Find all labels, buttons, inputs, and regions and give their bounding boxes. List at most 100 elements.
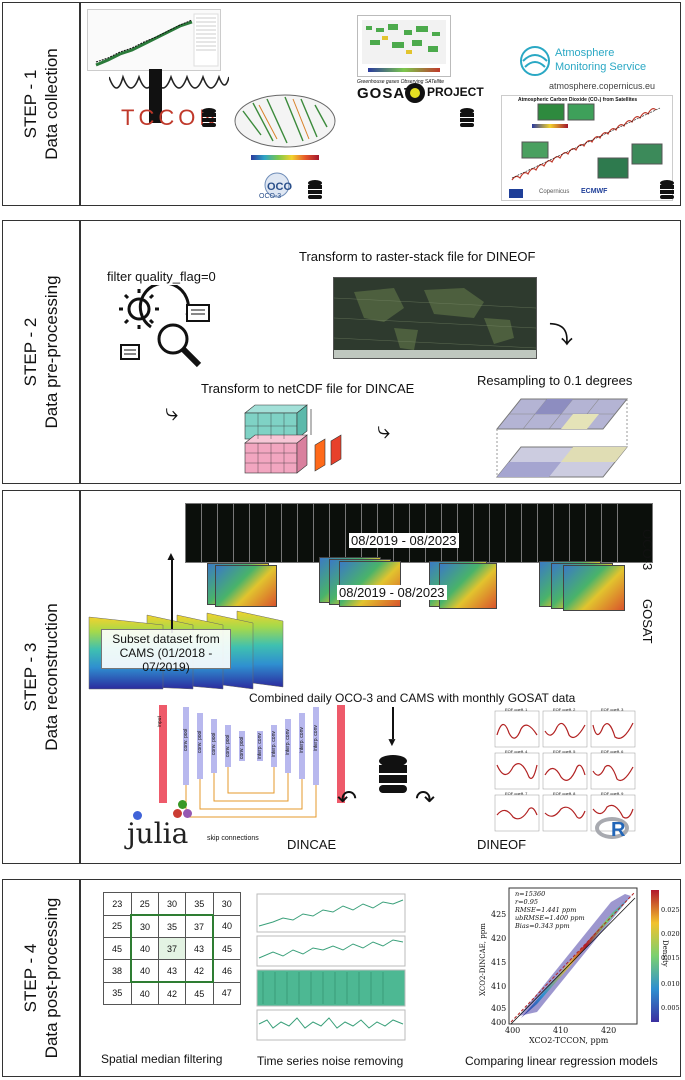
unet-layer-interp-5: interp. conv	[313, 725, 319, 751]
cams-co2-chart: Atmospheric Carbon Dioxide (CO₂) from Sa…	[501, 95, 673, 201]
grid-cell: 47	[212, 981, 241, 1005]
gosat-date-range: 08/2019 - 08/2023	[337, 585, 447, 600]
regression-caption: Comparing linear regression models	[465, 1054, 658, 1068]
oco3-globe-map	[231, 91, 339, 153]
regression-y-label: XCO2-DINCAE, ppm	[479, 923, 487, 996]
grid-cell: 40	[130, 937, 159, 960]
grid-cell: 35	[158, 914, 186, 938]
gosat-frame	[215, 565, 277, 607]
central-database-icon	[379, 755, 407, 793]
step-1-panel: TCCON OCO OCO-3 Greenhouse gases Observi…	[80, 2, 681, 206]
down-arrow-head: ▼	[386, 735, 398, 749]
eof-title-9: EOF coeff. 9	[601, 791, 624, 796]
step-2-title: Data pre-processing	[42, 275, 61, 429]
grid-cell: 37	[185, 914, 214, 938]
unet-layer-conv-2: conv. pool	[197, 730, 203, 753]
grid-cell: 30	[212, 892, 241, 916]
stat-bias: Bias=0.343 ppm	[515, 922, 570, 930]
eof-title-3: EOF coeff. 3	[601, 707, 624, 712]
copernicus-logo-text: Copernicus	[539, 189, 570, 195]
y-tick-425: 425	[491, 910, 507, 919]
curved-arrow-1: ⤵	[549, 322, 573, 349]
cbar-tick-015: 0.015	[661, 954, 680, 962]
gosat-project-text: PROJECT	[427, 85, 484, 99]
gosat-frame-group-3	[429, 561, 509, 611]
oco3-database-icon	[308, 180, 322, 199]
dincae-unet-diagram	[153, 705, 383, 825]
netcdf-text: Transform to netCDF file for DINCAE	[201, 381, 415, 396]
gosat-map-thumbnail	[357, 15, 451, 77]
grid-cell: 40	[212, 914, 241, 938]
raster-world-map	[333, 277, 537, 359]
cams-logo-icon	[519, 45, 551, 77]
unet-layer-interp-3: interp. conv	[285, 729, 291, 755]
grid-cell: 43	[185, 937, 214, 960]
dineof-label: DINEOF	[477, 837, 527, 852]
x-tick-420: 420	[601, 1026, 617, 1035]
arrow-to-dincae: ↶	[337, 786, 358, 813]
down-arrow	[392, 707, 394, 739]
time-series-caption: Time series noise removing	[257, 1054, 404, 1068]
cams-subset-caption: Subset dataset from CAMS (01/2018 - 07/2…	[112, 632, 220, 674]
cams-chart-title: Atmospheric Carbon Dioxide (CO₂) from Sa…	[518, 97, 638, 103]
arrow-to-dineof: ↷	[415, 786, 436, 813]
step-1-title: Data collection	[42, 48, 61, 160]
grid-cell: 35	[185, 892, 214, 916]
step-3-panel: OCO-3 08/2019 - 08/2023 08/2019 - 08/202…	[80, 490, 681, 864]
tccon-logo-text: TCCON	[121, 105, 220, 130]
curved-arrow-3: ⤷	[377, 417, 391, 444]
regression-scatter-plot	[481, 884, 680, 1048]
tccon-highlight-bar	[149, 69, 162, 123]
eof-title-1: EOF coeff. 1	[505, 707, 528, 712]
cams-subset-caption-box: Subset dataset from CAMS (01/2018 - 07/2…	[101, 629, 231, 674]
step-3-title: Data reconstruction	[42, 603, 61, 751]
up-arrow-head: ▲	[165, 549, 177, 563]
y-tick-410: 410	[491, 982, 507, 991]
cbar-label: Density	[661, 940, 669, 967]
cbar-tick-020: 0.020	[661, 930, 680, 938]
svg-text:OCO: OCO	[267, 181, 293, 193]
julia-dot-purple	[183, 809, 192, 818]
grid-cell-center: 37	[158, 937, 186, 960]
grid-cell: 45	[185, 981, 214, 1005]
unet-layer-conv-3: conv. pool	[211, 732, 217, 755]
netcdf-cube-graphic	[241, 401, 349, 483]
grid-cell: 46	[212, 959, 241, 983]
cbar-tick-010: 0.010	[661, 980, 680, 988]
eu-flag-logo	[509, 189, 523, 198]
y-tick-405: 405	[491, 1004, 507, 1013]
gosat-frame	[439, 563, 497, 609]
unet-layer-interp-4: interp. conv	[299, 727, 305, 753]
julia-logo: julia	[127, 817, 189, 850]
up-arrow	[171, 557, 173, 633]
gosat-logo-emblem	[405, 83, 425, 103]
eof-title-4: EOF coeff. 4	[505, 749, 528, 754]
cams-name-line-1: Atmosphere	[555, 47, 615, 59]
filter-quality-text: filter quality_flag=0	[107, 269, 216, 284]
oco3-logo: OCO	[261, 171, 297, 199]
stat-r: r=0.95	[515, 898, 539, 906]
grid-cell: 42	[185, 959, 214, 983]
grid-cell: 30	[158, 892, 186, 916]
tccon-database-icon	[202, 108, 216, 127]
unet-layer-input: input	[157, 716, 163, 727]
x-tick-410: 410	[553, 1026, 569, 1035]
cams-name-line-2: Monitoring Service	[555, 61, 647, 73]
step-4-title: Data post-processing	[42, 897, 61, 1059]
eof-title-2: EOF coeff. 2	[553, 707, 576, 712]
grid-cell: 25	[103, 914, 132, 938]
cams-url: atmosphere.copernicus.eu	[549, 81, 656, 91]
grid-cell: 40	[130, 959, 159, 983]
oco3-date-range: 08/2019 - 08/2023	[349, 533, 459, 548]
gosat-subtitle: Greenhouse gases Observing SATellite	[357, 79, 444, 85]
grid-cell: 43	[158, 959, 186, 983]
unet-layer-conv-4: conv. pool	[225, 734, 231, 757]
gosat-frame-group-4	[539, 561, 659, 611]
resample-grid-graphic	[491, 393, 631, 483]
gosat-stack-label: GOSAT	[640, 599, 655, 644]
y-tick-420: 420	[491, 934, 507, 943]
julia-dot-green	[178, 800, 187, 809]
eof-title-8: EOF coeff. 8	[553, 791, 576, 796]
